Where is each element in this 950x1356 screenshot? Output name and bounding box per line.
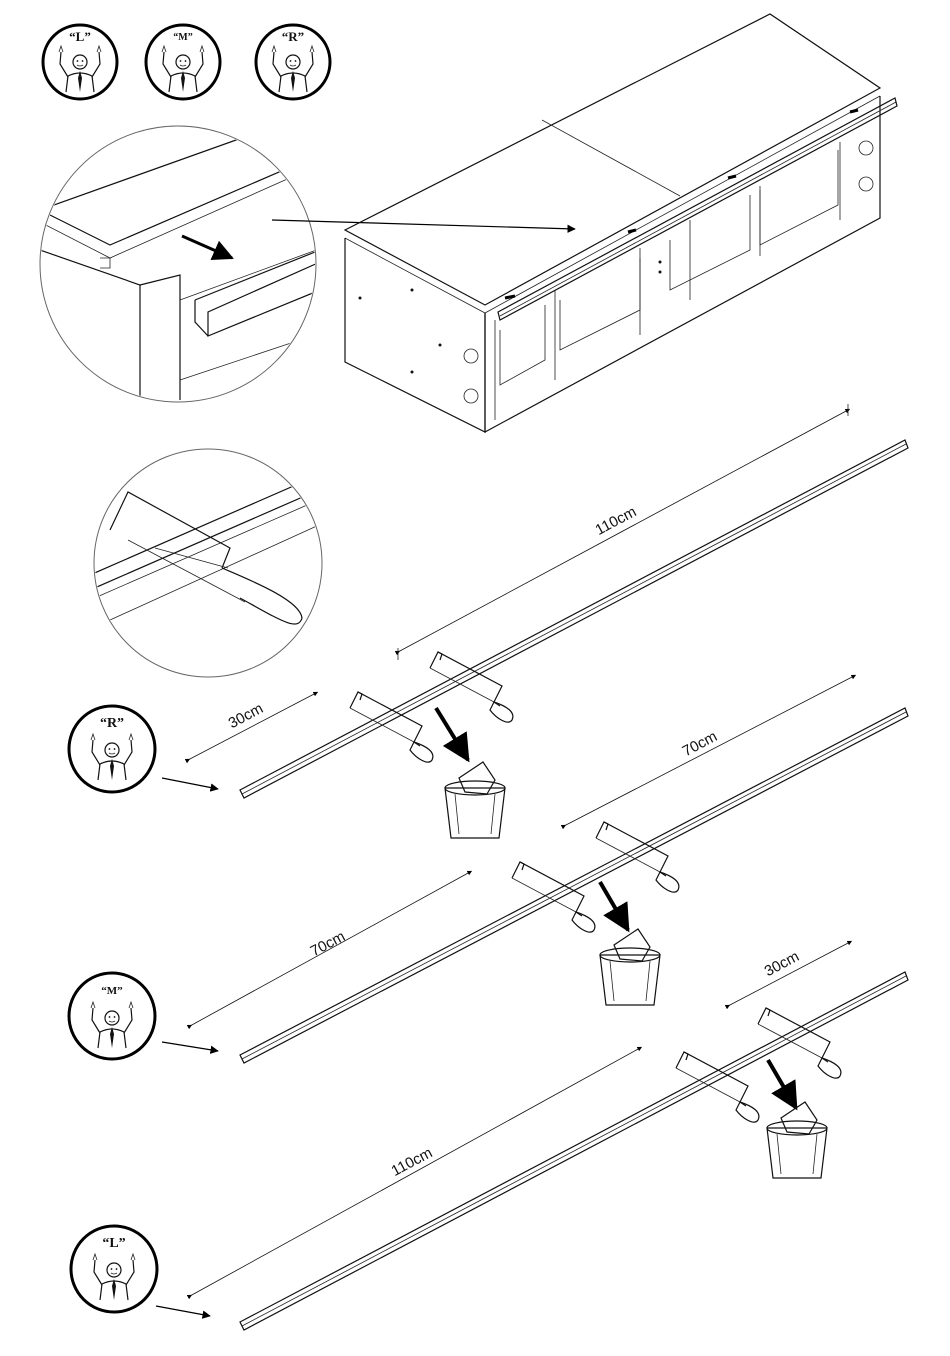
hacksaw-icon bbox=[350, 692, 433, 762]
hacksaw-icon bbox=[512, 862, 595, 932]
waste-bin-icon bbox=[445, 762, 505, 838]
hacksaw-icon bbox=[676, 1052, 759, 1122]
badge-label: “R” bbox=[282, 29, 304, 44]
cabinet-illustration bbox=[345, 14, 897, 432]
step-2: 70cm 70cm “M” bbox=[69, 676, 908, 1063]
detail-circle-saw bbox=[90, 449, 330, 677]
badge-label: “R” bbox=[100, 716, 124, 731]
badge-label: “L” bbox=[102, 1236, 125, 1251]
detail-circle-rail-install bbox=[40, 126, 330, 402]
dimension-label: 110cm bbox=[389, 1144, 436, 1180]
badge-top-left: “L” bbox=[43, 25, 117, 99]
dimension-label: 30cm bbox=[226, 700, 266, 732]
pointer-arrow bbox=[272, 220, 575, 229]
waste-bin-icon bbox=[600, 929, 660, 1005]
step-3: 30cm 110cm “L” bbox=[71, 942, 908, 1330]
badge-label: “L” bbox=[69, 29, 91, 44]
dimension-label: 110cm bbox=[593, 503, 640, 539]
dimension-label: 30cm bbox=[762, 948, 802, 980]
waste-bin-icon bbox=[767, 1102, 827, 1178]
badge-label: “M” bbox=[173, 32, 192, 43]
dimension-label: 70cm bbox=[308, 928, 348, 960]
badge-label: “M” bbox=[101, 985, 122, 997]
badge-top-right: “R” bbox=[256, 25, 330, 99]
badge-top-middle: “M” bbox=[146, 25, 220, 99]
